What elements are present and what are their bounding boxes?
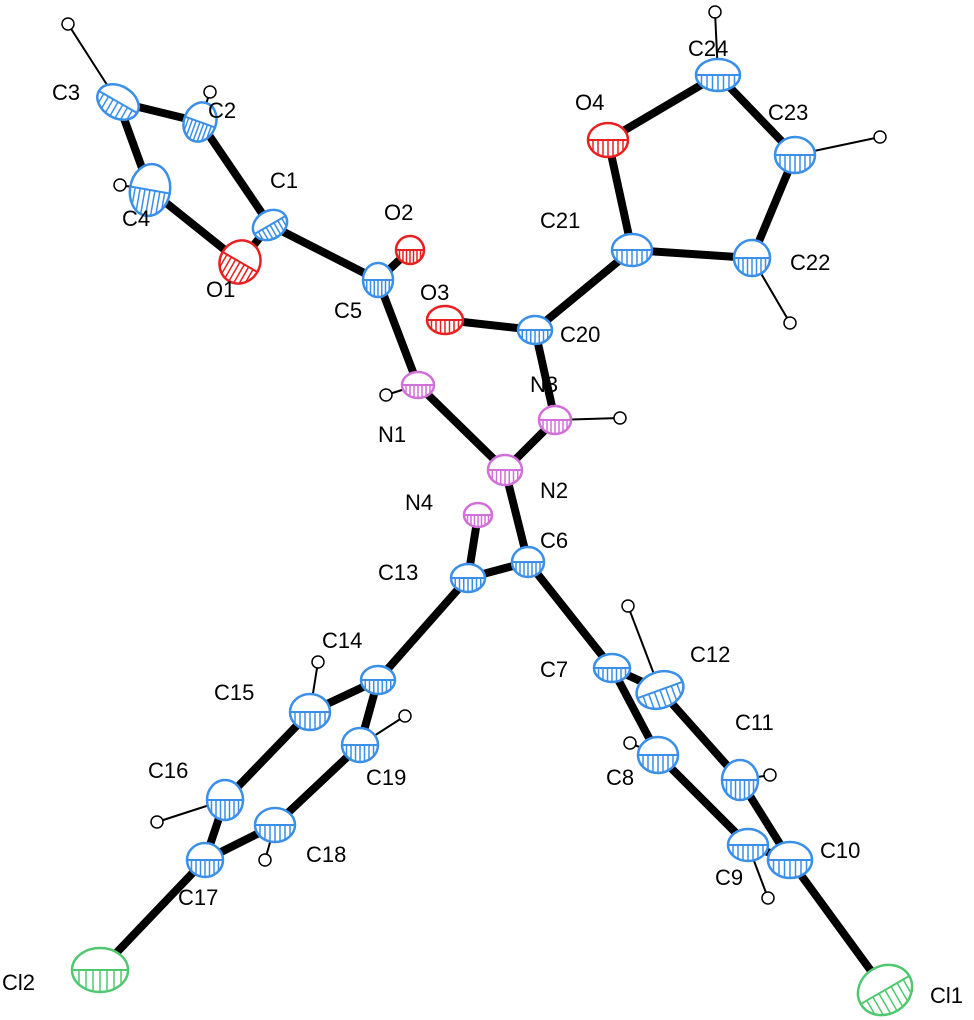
atom-C2 [182,101,218,143]
atom-N1 [400,370,436,400]
atom-C11 [720,758,760,802]
atom-label-C17: C17 [178,885,218,910]
bond-N1-N2 [414,381,509,474]
hydrogen-atom-C18 [258,853,272,867]
atom-label-C7: C7 [540,657,568,682]
atom-C17 [185,841,225,879]
atom-O1 [218,239,262,285]
bond-C1-C2 [196,118,274,229]
atom-label-C3: C3 [52,80,80,105]
hydrogen-atom-C12 [621,599,635,613]
atom-label-C5: C5 [334,298,362,323]
atom-Cl1 [856,963,914,1017]
bond-C13-C14 [374,574,472,684]
atom-label-C22: C22 [790,250,830,275]
atom-label-N3: N3 [530,372,558,397]
bond-C1-C5 [266,221,382,284]
atom-label-C12: C12 [690,642,730,667]
hydrogen-atom-N1 [379,388,393,402]
atom-C1 [251,208,289,242]
atom-label-C11: C11 [735,710,774,735]
atom-label-C20: C20 [560,322,600,347]
atom-C12 [635,669,685,711]
atom-label-C14: C14 [322,628,362,653]
atom-C22 [732,238,772,278]
atom-label-C8: C8 [606,765,634,790]
hydrogen-atom-C3 [61,17,75,31]
hydrogen-atom-C8 [623,736,637,750]
atom-C18 [253,806,297,844]
hydrogen-atom-C16 [150,815,164,829]
bond-C5-N1 [374,276,422,389]
atom-C10 [766,840,814,880]
atom-label-C21: C21 [540,208,580,233]
atom-label-C2: C2 [208,98,236,123]
atom-C8 [636,735,680,775]
atom-N3 [537,404,573,436]
atom-C14 [359,664,397,696]
atom-label-C24: C24 [688,36,728,61]
atom-label-C16: C16 [148,758,188,783]
atom-label-C18: C18 [306,842,346,867]
atom-C20 [516,314,554,346]
atom-label-C10: C10 [820,838,860,863]
hydrogen-atom-C22 [783,316,797,330]
atom-O4 [586,121,630,159]
bond-C15-C16 [221,708,314,804]
hydrogen-atom-C23 [873,130,887,144]
hydrogen-atom-C11 [763,768,777,782]
atom-C24 [694,57,742,93]
hydrogen-atom-C9 [761,891,775,905]
bond-C20-C21 [531,246,636,334]
atom-label-C15: C15 [214,680,254,705]
atom-label-N4: N4 [405,490,433,515]
atom-label-N1: N1 [378,422,406,447]
atom-O3 [425,304,465,336]
atom-C21 [610,232,654,268]
bond-C21-O4 [604,136,636,254]
atom-C13 [449,562,487,594]
atom-label-N2: N2 [540,478,568,503]
atom-Cl2 [70,946,130,994]
atom-C19 [340,726,380,764]
atom-C16 [205,778,245,822]
atom-label-O4: O4 [575,90,604,115]
atom-label-O2: O2 [384,200,413,225]
bond-C6-C7 [524,558,616,672]
atom-C3 [96,83,140,121]
atom-label-C9: C9 [715,865,743,890]
bond-C10-Cl1 [786,856,889,994]
hydrogen-atom-N3 [613,411,627,425]
atom-C5 [361,261,395,299]
atom-C23 [773,135,817,175]
atom-label-Cl1: Cl1 [930,983,963,1008]
atom-C4 [128,162,172,218]
atom-O2 [394,234,426,266]
atom-C15 [288,692,332,732]
atom-C9 [726,827,770,863]
atom-label-O3: O3 [420,280,449,305]
atom-label-C19: C19 [366,765,406,790]
hydrogen-atom-C24 [708,5,722,19]
atom-label-C1: C1 [270,168,298,193]
hydrogen-atom-C19 [398,709,412,723]
atom-C7 [592,652,632,684]
hydrogen-atom-C2 [203,85,217,99]
atom-C6 [510,545,546,579]
atom-label-C13: C13 [378,560,418,585]
atom-N4 [462,501,494,529]
hydrogen-atom-C4 [113,178,127,192]
atom-label-C4: C4 [122,206,150,231]
bond-C8-C9 [654,751,752,849]
hydrogen-atom-C15 [311,655,325,669]
atom-label-C23: C23 [768,100,808,125]
atom-label-Cl2: Cl2 [2,970,35,995]
bond-O4-C24 [604,71,722,144]
atom-label-C6: C6 [540,528,568,553]
atom-N2 [486,453,524,487]
atom-label-O1: O1 [206,277,235,302]
